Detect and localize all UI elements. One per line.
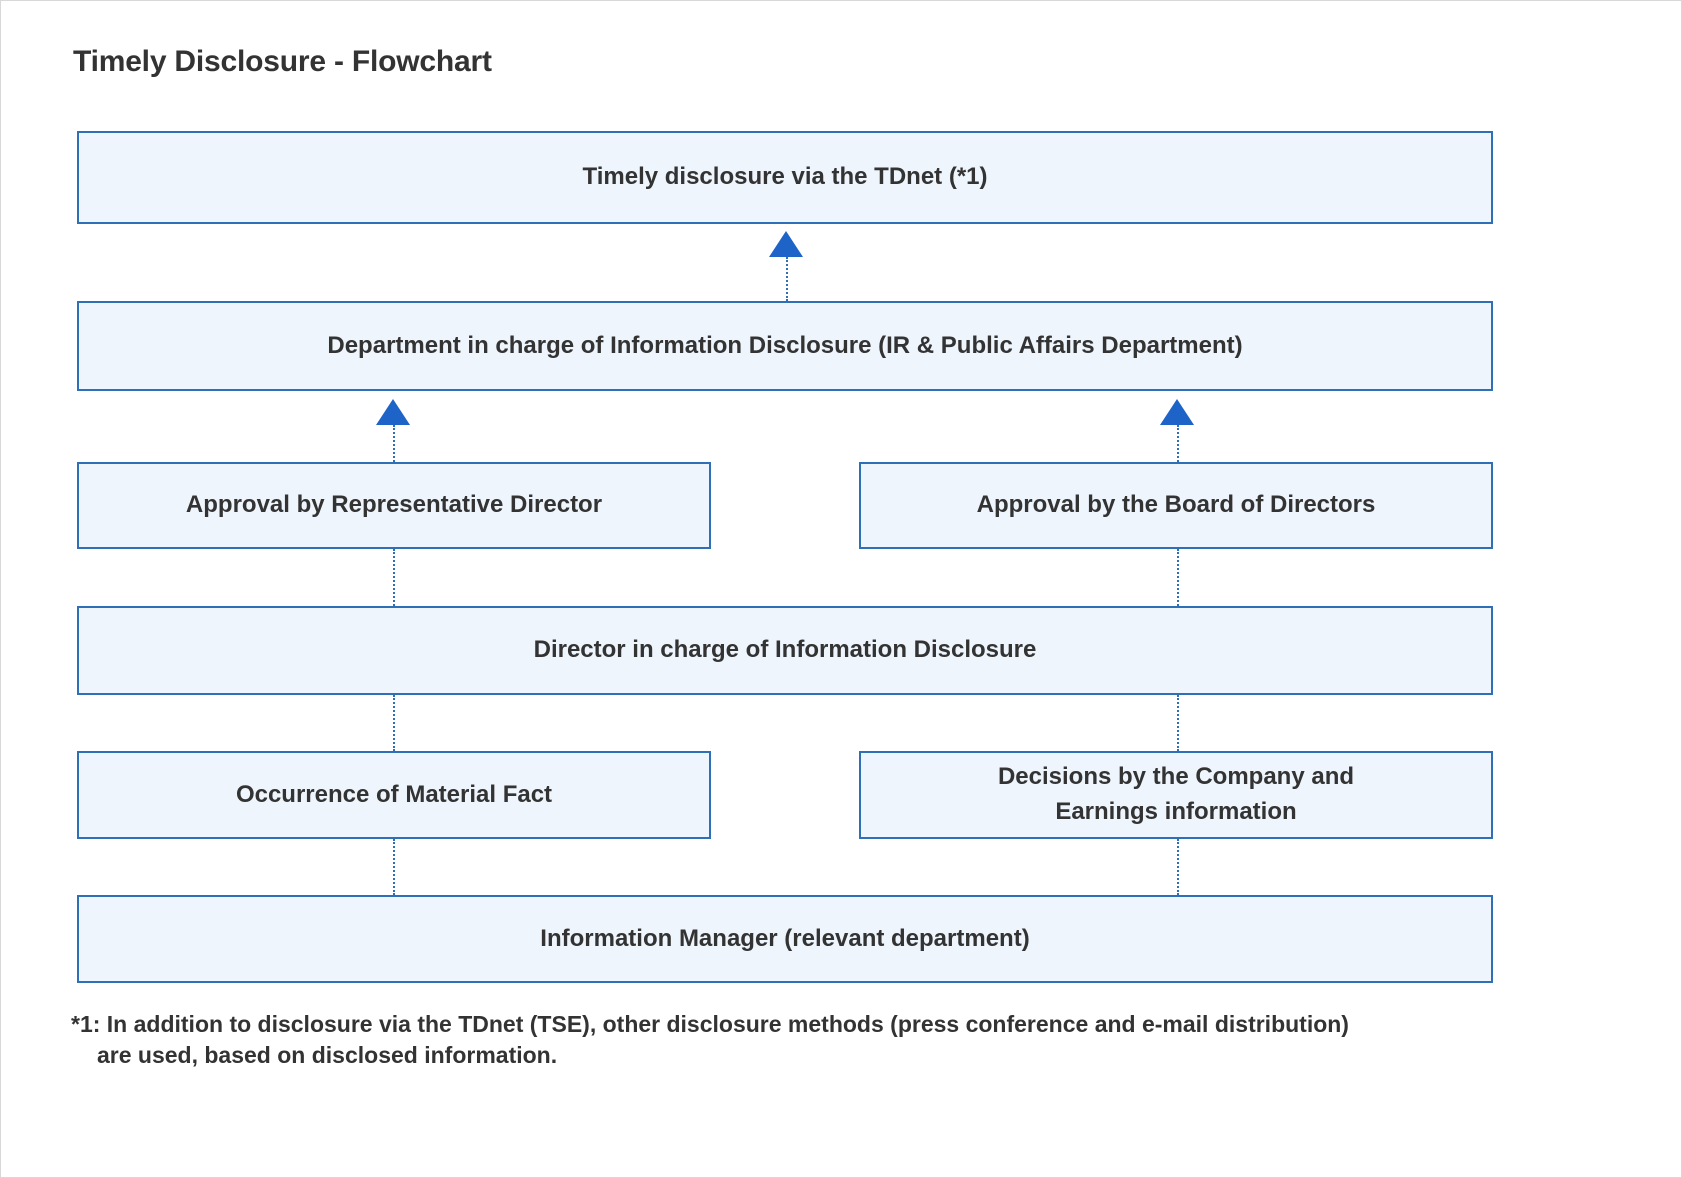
node-label: Information Manager (relevant department… [540, 924, 1030, 952]
arrow-up-icon-department-to-tdnet [769, 231, 803, 257]
node-label: Department in charge of Information Disc… [327, 331, 1243, 359]
node-director-information-disclosure: Director in charge of Information Disclo… [77, 606, 1493, 695]
node-label: Timely disclosure via the TDnet (*1) [582, 163, 988, 191]
node-information-manager: Information Manager (relevant department… [77, 895, 1493, 983]
connector-info-manager-to-decisions [1177, 839, 1179, 895]
node-label-line1: Decisions by the Company and [997, 763, 1355, 791]
connector-info-manager-to-material-fact [393, 839, 395, 895]
node-approval-representative-director: Approval by Representative Director [77, 462, 711, 549]
footnote-line1: *1: In addition to disclosure via the TD… [71, 1011, 1349, 1037]
node-occurrence-material-fact: Occurrence of Material Fact [77, 751, 711, 839]
connector-rep-director-to-department [393, 425, 395, 462]
node-label: Director in charge of Information Disclo… [533, 636, 1037, 664]
arrow-up-icon-rep-director-to-department [376, 399, 410, 425]
footnote: *1: In addition to disclosure via the TD… [71, 1009, 1571, 1071]
connector-director-to-rep-director [393, 549, 395, 606]
connector-material-fact-to-director [393, 695, 395, 751]
connector-decisions-to-director [1177, 695, 1179, 751]
page-title: Timely Disclosure - Flowchart [73, 45, 492, 78]
connector-department-to-tdnet [786, 257, 788, 301]
node-label: Approval by Representative Director [185, 491, 603, 519]
node-approval-board-of-directors: Approval by the Board of Directors [859, 462, 1493, 549]
node-department-information-disclosure: Department in charge of Information Disc… [77, 301, 1493, 391]
node-timely-disclosure-tdnet: Timely disclosure via the TDnet (*1) [77, 131, 1493, 224]
connector-board-to-department [1177, 425, 1179, 462]
node-label: Occurrence of Material Fact [235, 780, 553, 808]
node-label: Approval by the Board of Directors [976, 491, 1376, 519]
connector-director-to-board [1177, 549, 1179, 606]
footnote-line2: are used, based on disclosed information… [97, 1042, 558, 1069]
node-label-line2: Earnings information [1055, 798, 1297, 825]
arrow-up-icon-board-to-department [1160, 399, 1194, 425]
